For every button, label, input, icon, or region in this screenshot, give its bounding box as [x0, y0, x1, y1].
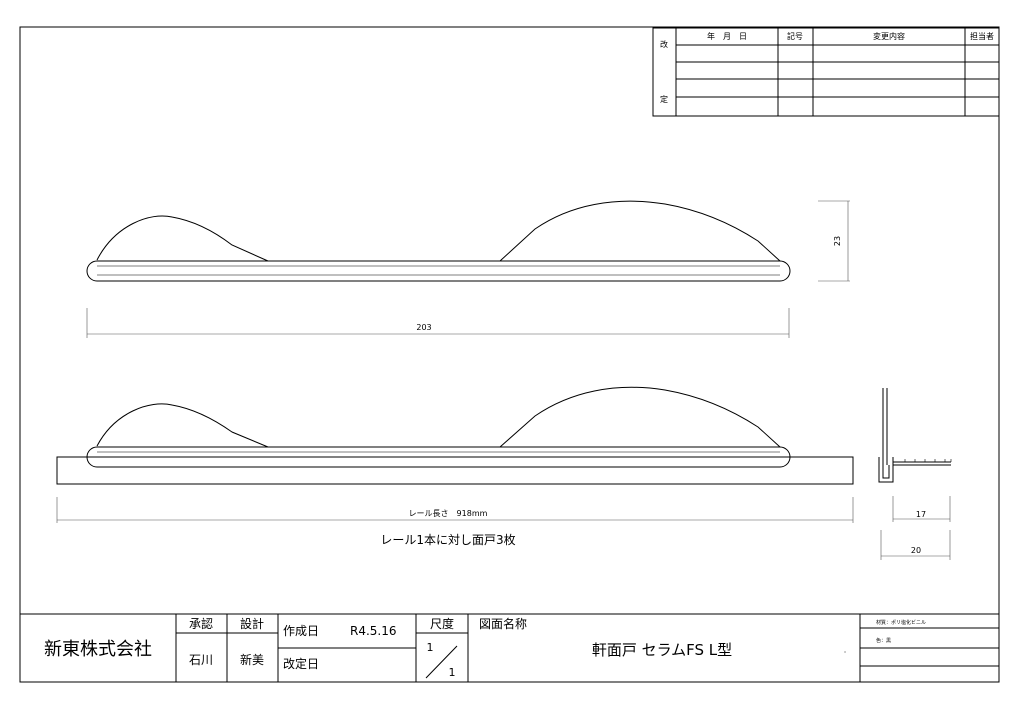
approve-name: 石川	[189, 653, 213, 667]
drawing-name-dot: ·	[844, 648, 847, 657]
design-label: 設計	[240, 616, 264, 631]
approve-label: 承認	[189, 616, 213, 631]
scale-slash	[425, 645, 458, 679]
color-label: 色：黒	[876, 637, 891, 644]
scale-label: 尺度	[430, 616, 454, 631]
created-date: R4.5.16	[350, 624, 397, 638]
sheet-border	[19, 26, 1000, 683]
material-label: 材質：ポリ塩化ビニル	[876, 619, 926, 626]
revision-table: 改 定 年 月 日 記号 変更内容 担当者	[652, 27, 1000, 117]
dimension-side-inner: 17	[916, 510, 926, 519]
revision-header-symbol: 記号	[787, 31, 803, 41]
dimension-rail-length: レール長さ 918mm	[409, 509, 488, 518]
revision-side-label-top: 改	[660, 39, 668, 49]
title-block: 新東株式会社 承認 設計 石川 新美 作成日 R4.5.16 改定日 尺度 1 …	[20, 613, 999, 682]
assembly-note: レール1本に対し面戸3枚	[380, 532, 515, 547]
revision-header-person: 担当者	[970, 31, 994, 41]
scale-bottom: 1	[449, 666, 456, 679]
scale-top: 1	[427, 641, 434, 654]
assembly-view: レール長さ 918mm レール1本に対し面戸3枚	[56, 386, 854, 547]
design-name: 新美	[240, 652, 264, 667]
company-name: 新東株式会社	[44, 639, 152, 660]
profile-view-top: 23 203	[86, 200, 850, 338]
created-label: 作成日	[283, 624, 319, 638]
dimension-length: 203	[416, 323, 431, 332]
revision-header-date: 年 月 日	[707, 31, 747, 41]
side-section-view: 17 20	[878, 388, 952, 560]
dimension-side-outer: 20	[911, 546, 921, 555]
revision-side-label-bottom: 定	[660, 94, 668, 104]
dimension-height: 23	[833, 236, 842, 246]
drawing-name-label: 図面名称	[479, 616, 527, 631]
drawing-name: 軒面戸 セラムFS L型	[592, 641, 732, 659]
revised-label: 改定日	[283, 656, 319, 671]
revision-header-content: 変更内容	[873, 31, 905, 41]
